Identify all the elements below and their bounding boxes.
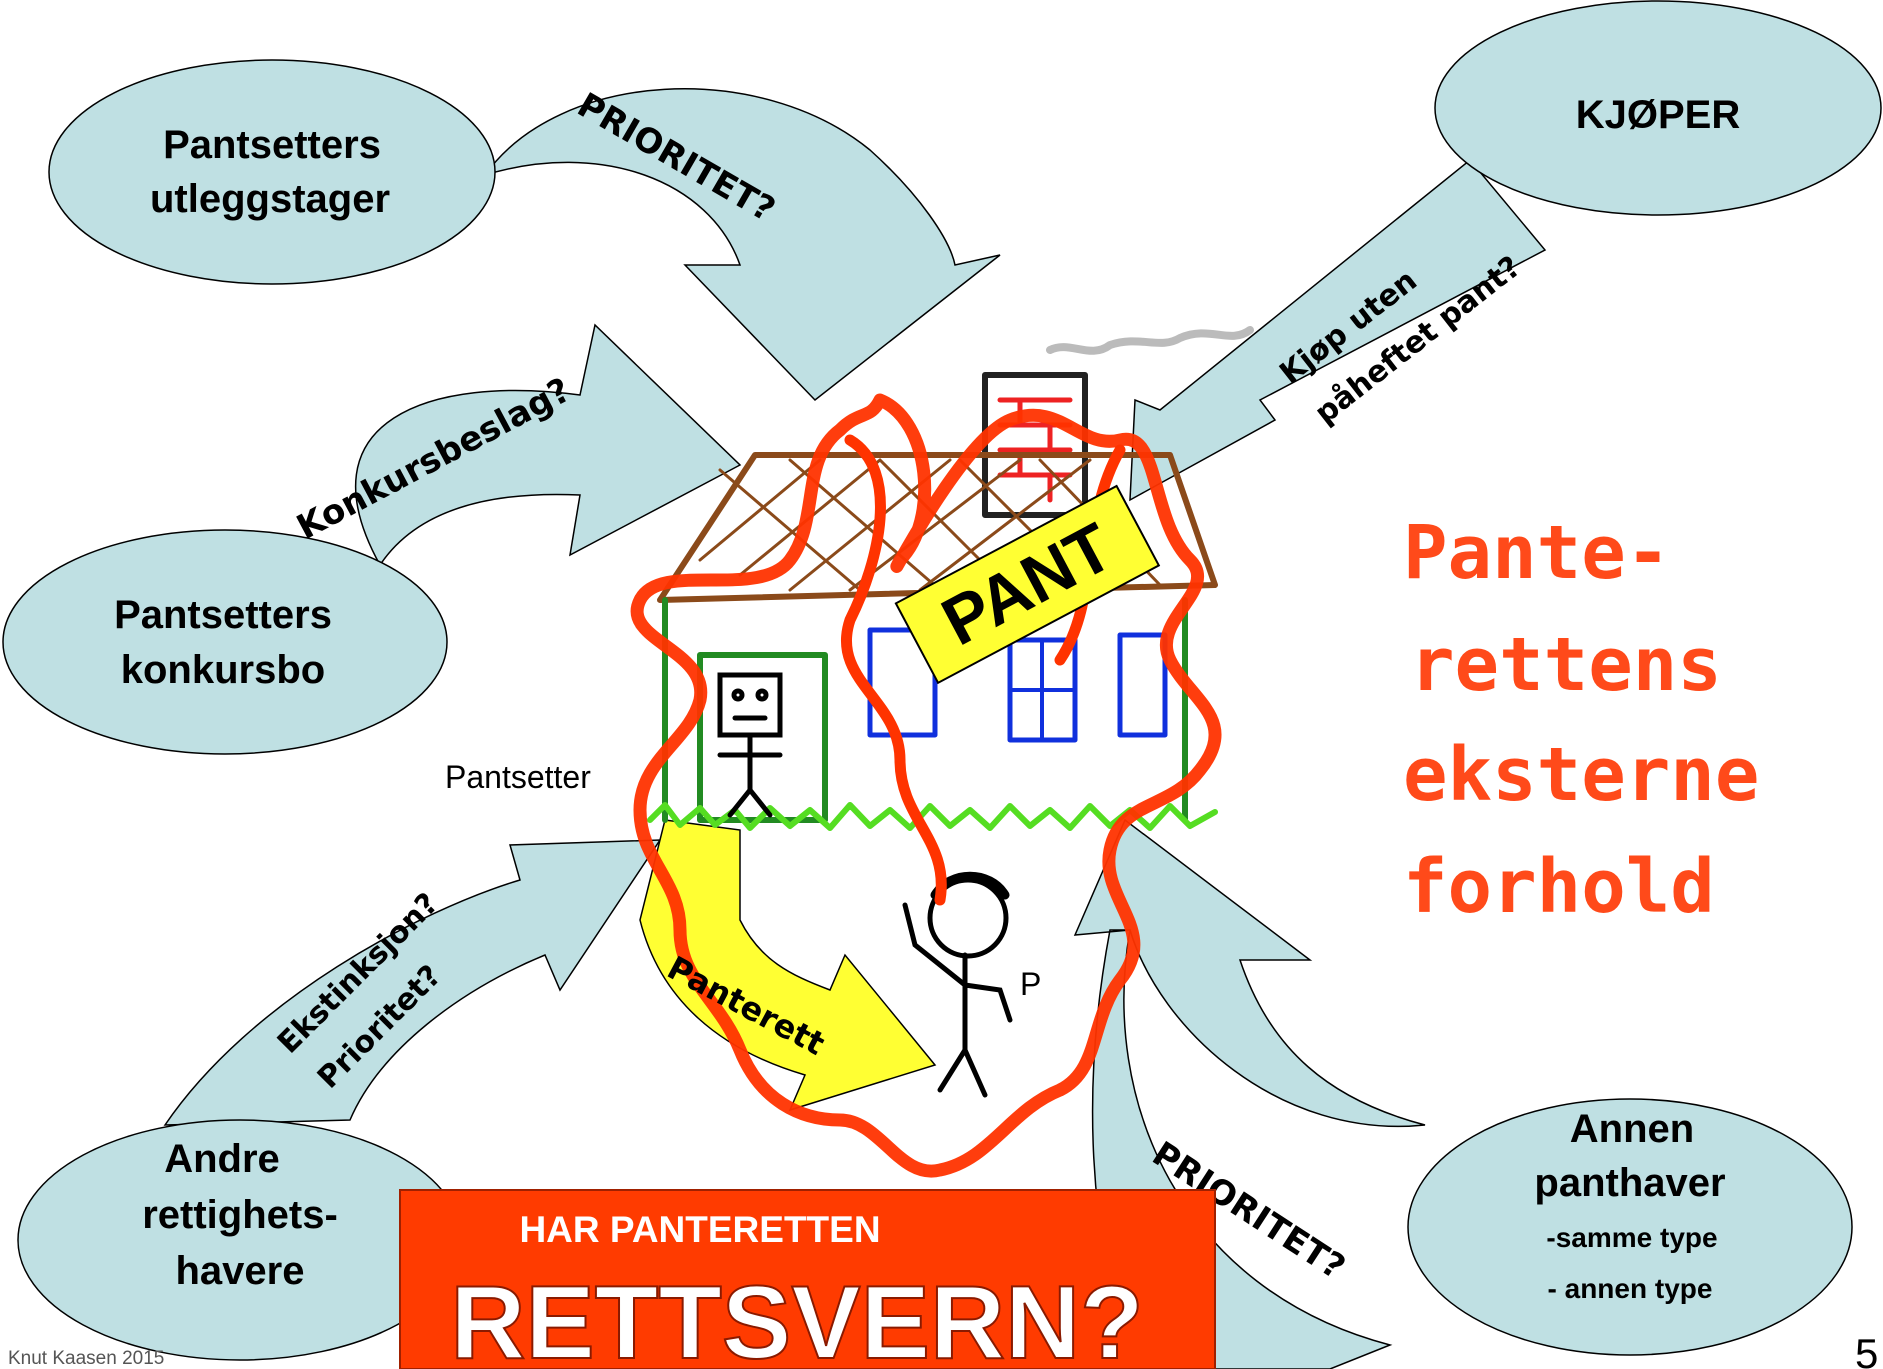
- red-scribble-outline: [630, 393, 1222, 1178]
- node-konkursbo-line1: Pantsetters: [114, 593, 332, 637]
- pantsetter-eye-right: [755, 688, 769, 702]
- label-pantsetter: Pantsetter: [445, 759, 591, 795]
- footer-page-number: 5: [1855, 1330, 1878, 1369]
- node-utleggstager-line1: Pantsetters: [163, 123, 381, 167]
- pantsetter-body: [717, 732, 783, 818]
- arrow-ekstinksjon: [163, 839, 662, 1126]
- window-3: [1117, 632, 1168, 738]
- chimney: [982, 372, 1088, 518]
- node-andre-line2: rettighets-: [142, 1193, 338, 1237]
- title-line-2: rettens: [1410, 622, 1722, 708]
- chimney-smoke: [1046, 326, 1254, 355]
- node-annen-sub1: -samme type: [1546, 1222, 1717, 1253]
- label-panthaver: P: [1020, 966, 1041, 1002]
- banner-line1: HAR PANTERETTEN: [519, 1209, 880, 1250]
- node-annen-sub2: - annen type: [1548, 1273, 1713, 1304]
- node-annen-line1: Annen: [1570, 1107, 1694, 1151]
- footer-author: Knut Kaasen 2015: [8, 1348, 164, 1369]
- node-andre-line1: Andre: [164, 1137, 280, 1181]
- pant-sign-text: PANT: [930, 509, 1125, 661]
- arrow-prioritet-top: [483, 88, 1001, 402]
- arrow-panterett: [639, 819, 937, 1112]
- node-andre-line3: havere: [176, 1249, 305, 1293]
- node-annen-line2: panthaver: [1534, 1161, 1725, 1205]
- house-door: [697, 652, 828, 823]
- window-1: [867, 627, 938, 738]
- node-annen: [1407, 1098, 1853, 1356]
- node-utleggstager-line2: utleggstager: [150, 177, 390, 221]
- title-line-3: eksterne: [1403, 732, 1759, 818]
- banner-line2: RETTSVERN?: [450, 1265, 1143, 1369]
- panthaver-body: [902, 902, 1013, 1098]
- pantsetter-head: [717, 672, 783, 738]
- node-kjoper-text: KJØPER: [1576, 93, 1741, 137]
- title-line-1: Pante-: [1403, 510, 1670, 596]
- node-konkursbo: [2, 529, 448, 755]
- arrow-konkursbeslag: [355, 323, 742, 567]
- title-line-4: forhold: [1403, 844, 1715, 930]
- pantsetter-figure: [717, 672, 783, 818]
- banner-box: [399, 1189, 1216, 1369]
- window-2-cross: [1008, 638, 1077, 742]
- node-kjoper: [1434, 0, 1882, 216]
- arrow-kjop: [1129, 158, 1547, 502]
- node-konkursbo-line2: konkursbo: [121, 648, 325, 692]
- node-utleggstager: [48, 59, 496, 285]
- pantsetter-eye-left: [731, 688, 745, 702]
- pant-sign-board: [894, 484, 1161, 685]
